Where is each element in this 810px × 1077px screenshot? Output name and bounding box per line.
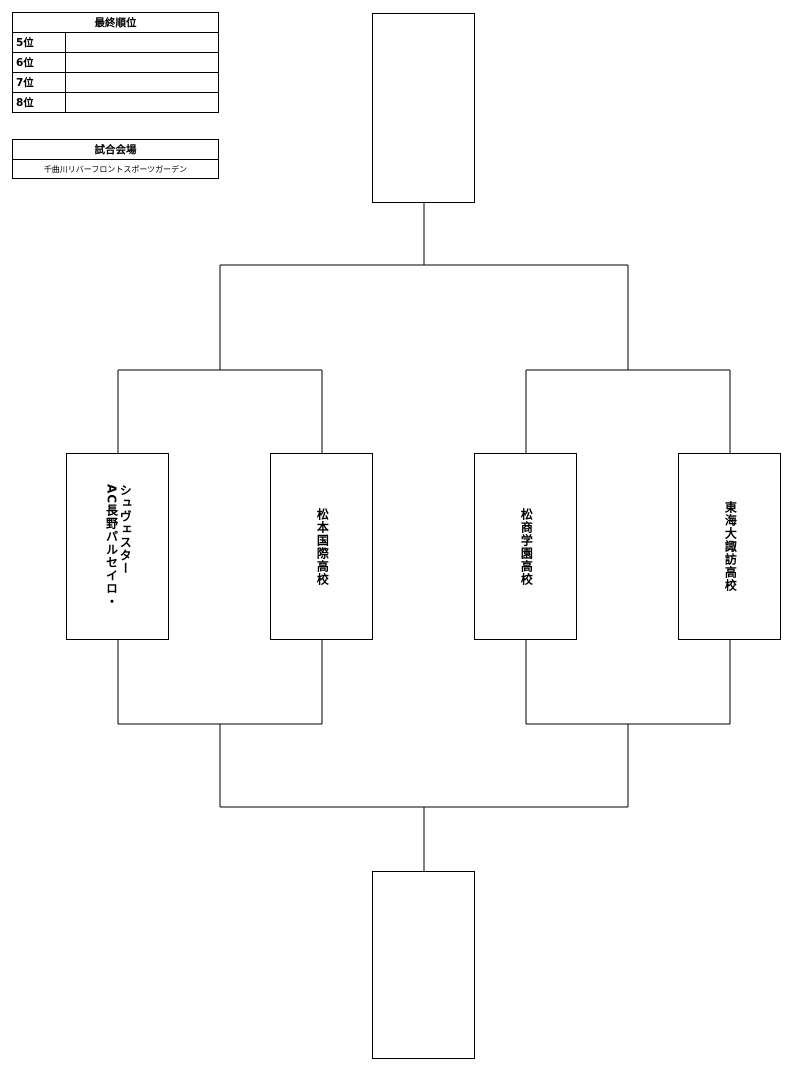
- ranking-place: 8位: [12, 92, 66, 113]
- ranking-team: [65, 32, 219, 53]
- ranking-place: 6位: [12, 52, 66, 73]
- venue-title: 試合会場: [12, 139, 219, 160]
- ranking-title: 最終順位: [12, 12, 219, 33]
- ranking-team: [65, 92, 219, 113]
- ranking-row: 6位: [12, 52, 219, 73]
- final-ranking-table: 最終順位 5位 6位 7位 8位: [12, 12, 219, 113]
- venue-table: 試合会場 千曲川リバーフロントスポーツガーデン: [12, 139, 219, 179]
- ranking-place: 7位: [12, 72, 66, 93]
- ranking-row: 8位: [12, 92, 219, 113]
- ranking-row: 5位: [12, 32, 219, 53]
- team-name: 東海大諏訪高校: [723, 501, 738, 592]
- team-box-2: 松本国際高校: [270, 453, 373, 640]
- team-name: シュヴェスター AC長野パルセイロ・: [104, 484, 133, 609]
- final-winner-box: [372, 13, 475, 203]
- ranking-place: 5位: [12, 32, 66, 53]
- team-box-1: シュヴェスター AC長野パルセイロ・: [66, 453, 169, 640]
- team-name: 松本国際高校: [315, 507, 330, 586]
- team-name: 松商学園高校: [519, 507, 534, 586]
- team-box-4: 東海大諏訪高校: [678, 453, 781, 640]
- venue-name: 千曲川リバーフロントスポーツガーデン: [43, 164, 188, 174]
- ranking-team: [65, 72, 219, 93]
- ranking-row: 7位: [12, 72, 219, 93]
- third-place-box: [372, 871, 475, 1059]
- ranking-team: [65, 52, 219, 73]
- team-box-3: 松商学園高校: [474, 453, 577, 640]
